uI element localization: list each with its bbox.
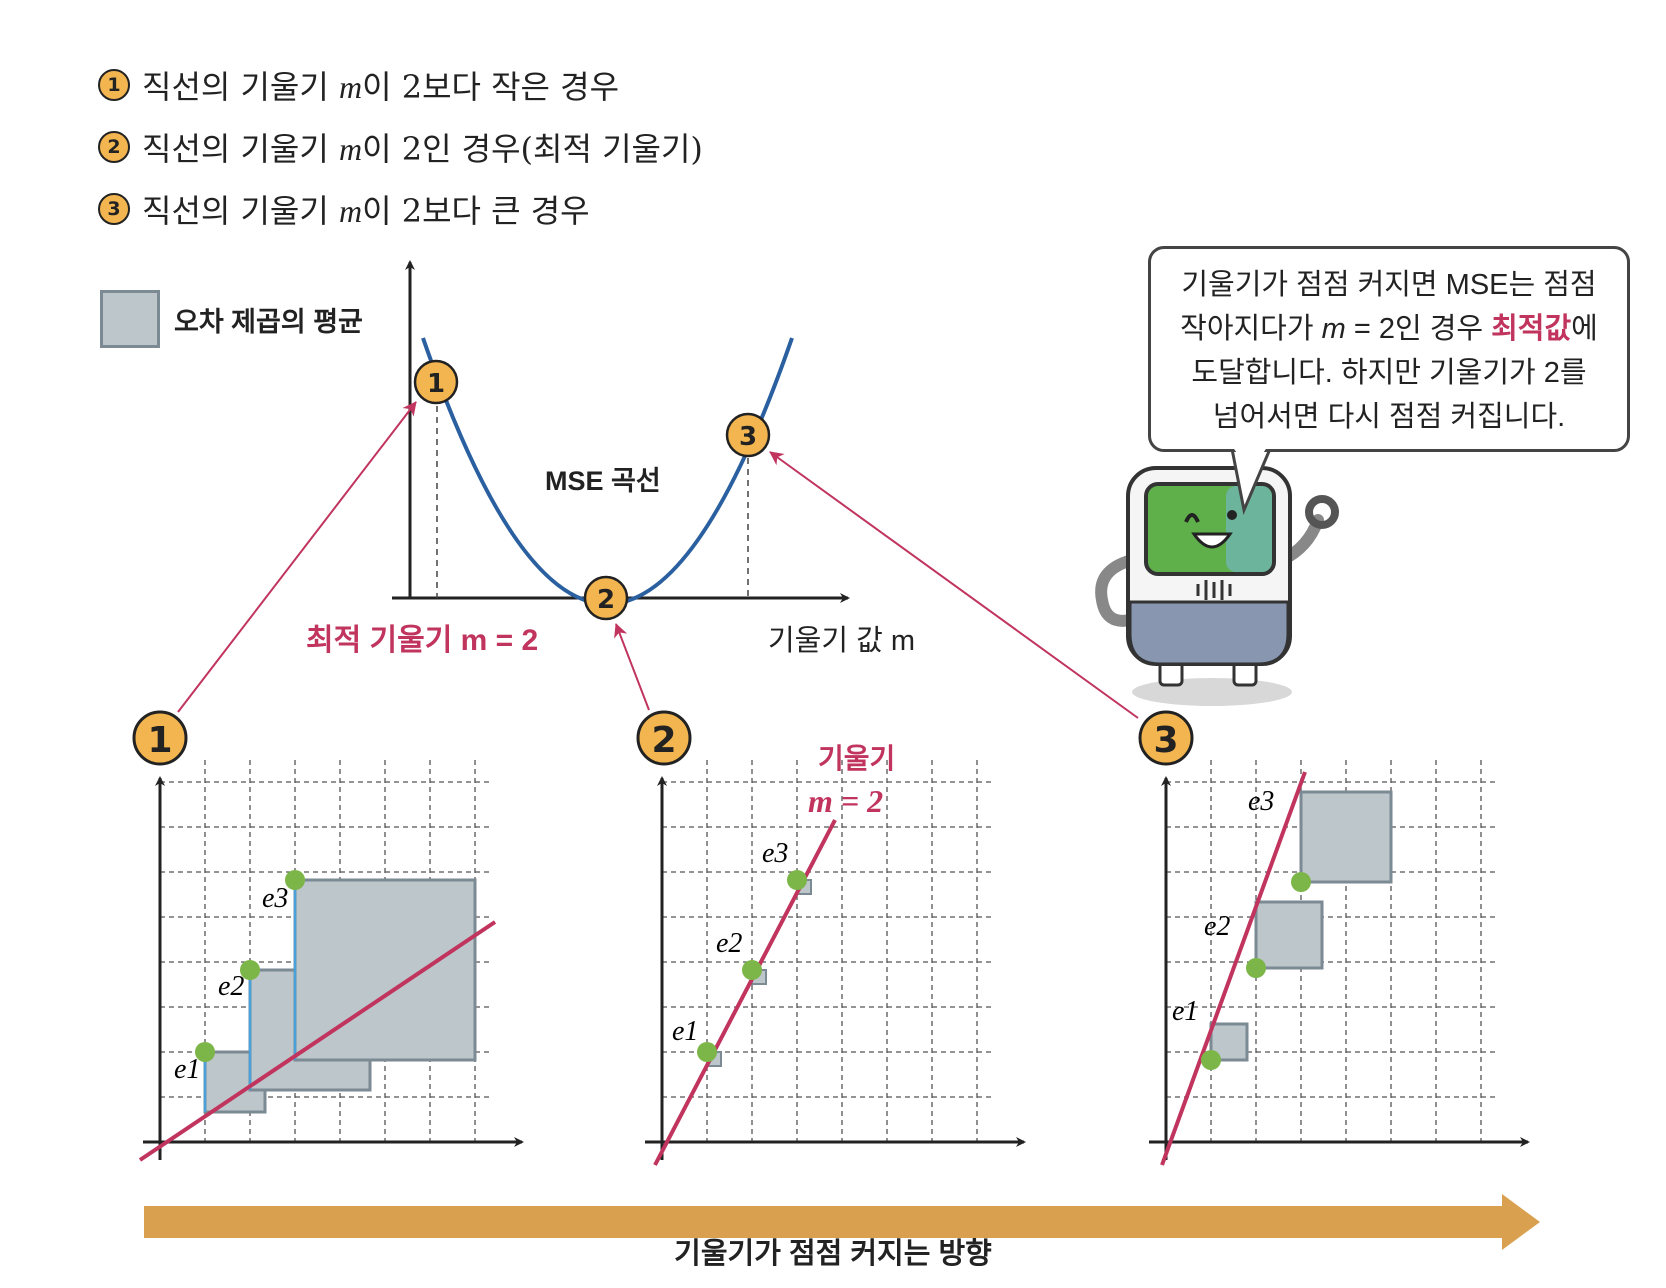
connector-arrow-1: [177, 401, 417, 713]
connector-arrow-3: [769, 451, 1139, 719]
curve-point-1-number: 1: [427, 369, 445, 399]
legend-item-3: 3 직선의 기울기 m이 2보다 큰 경우: [98, 186, 590, 232]
panel-2: e1 e2 e3 기울기 m = 2 2: [636, 710, 1026, 1166]
error-label-e2: e2: [218, 971, 244, 1002]
mse-curve-label: MSE 곡선: [545, 466, 661, 496]
legend-text: 직선의 기울기 m이 2보다 큰 경우: [142, 192, 590, 230]
legend-number-badge: 3: [98, 193, 130, 225]
curve-point-1-badge: [413, 359, 459, 405]
error-square-2: [1254, 900, 1324, 970]
direction-arrow: [144, 1194, 1540, 1250]
data-point: [1291, 872, 1311, 892]
mse-square-legend-label: 오차 제곱의 평균: [174, 306, 363, 337]
robot-character-illustration: [1095, 466, 1339, 706]
error-label-e3: e3: [262, 883, 288, 914]
mse-x-axis-label: 기울기 값 m: [768, 625, 915, 657]
data-point: [285, 870, 305, 890]
slope-value-label: m = 2: [808, 783, 883, 819]
legend-item-2: 2 직선의 기울기 m이 2인 경우(최적 기울기): [98, 124, 703, 170]
panel-grid: [1166, 760, 1496, 1142]
optimal-slope-label: 최적 기울기 m = 2: [306, 624, 538, 657]
data-point: [787, 870, 807, 890]
error-label-e1: e1: [1172, 996, 1198, 1027]
panel-2-number: 2: [651, 720, 676, 761]
curve-point-3-badge: [725, 412, 771, 458]
bubble-line-3: 도달합니다. 하지만 기울기가 2를: [1191, 357, 1587, 389]
bubble-line-2: 작아지다가 m = 2인 경우 최적값에: [1180, 313, 1598, 345]
legend-number-badge: 2: [98, 131, 130, 163]
panel-1-number: 1: [147, 720, 172, 761]
panel-2-badge: [636, 710, 692, 766]
bubble-tail: [1230, 448, 1272, 516]
curve-point-2-badge: [583, 575, 629, 621]
error-label-e3: e3: [762, 838, 788, 869]
data-point: [240, 960, 260, 980]
direction-label: 기울기가 점점 커지는 방향: [674, 1238, 992, 1270]
mse-square-legend: 오차 제곱의 평균: [100, 290, 363, 348]
panel-3: e1 e2 e3 3: [1138, 710, 1530, 1166]
panel-1-badge: [132, 710, 188, 766]
error-square-3: [293, 878, 477, 1062]
fit-line: [1160, 771, 1307, 1166]
curve-point-3-number: 3: [739, 422, 757, 452]
error-label-e1: e1: [672, 1016, 698, 1047]
error-label-e2: e2: [1204, 911, 1230, 942]
optimal-value-highlight: 최적값: [1491, 313, 1572, 345]
mse-plot: MSE 곡선 기울기 값 m 최적 기울기 m = 2 1 2 3: [306, 260, 915, 657]
legend-number-badge: 1: [98, 69, 130, 101]
mse-square-swatch: [100, 290, 160, 348]
data-point: [1246, 958, 1266, 978]
panel-3-badge: [1138, 710, 1194, 766]
data-point: [742, 960, 762, 980]
error-label-e3: e3: [1248, 786, 1274, 817]
connector-arrow-2: [614, 623, 650, 711]
data-point: [1201, 1050, 1221, 1070]
data-point: [697, 1042, 717, 1062]
data-point: [195, 1042, 215, 1062]
panel-3-number: 3: [1153, 720, 1178, 761]
error-label-e1: e1: [174, 1054, 200, 1085]
legend-item-1: 1 직선의 기울기 m이 2보다 작은 경우: [98, 62, 619, 108]
fit-line: [138, 920, 497, 1162]
slope-label: 기울기: [818, 743, 895, 774]
speech-bubble: 기울기가 점점 커지면 MSE는 점점 작아지다가 m = 2인 경우 최적값에…: [1148, 246, 1630, 452]
curve-point-2-number: 2: [597, 585, 615, 615]
bubble-line-4: 넘어서면 다시 점점 커집니다.: [1212, 401, 1566, 433]
legend-text: 직선의 기울기 m이 2보다 작은 경우: [142, 68, 620, 106]
bubble-line-1: 기울기가 점점 커지면 MSE는 점점: [1181, 269, 1597, 301]
panel-1: e1 e2 e3 1: [132, 710, 524, 1162]
error-label-e2: e2: [716, 928, 742, 959]
bubble-tail-cover: [1232, 446, 1268, 472]
legend-text: 직선의 기울기 m이 2인 경우(최적 기울기): [142, 130, 703, 168]
error-square-3: [1299, 790, 1393, 884]
